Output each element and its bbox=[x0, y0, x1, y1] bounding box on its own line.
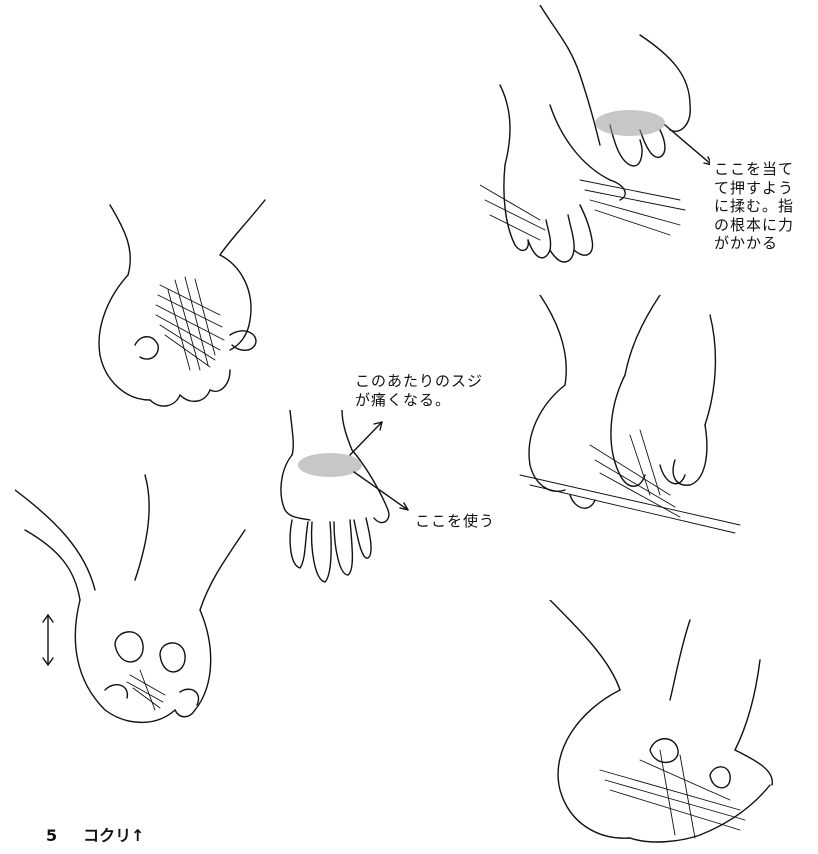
press-here-line-3: に揉む。指 bbox=[714, 197, 794, 216]
figure-number: 5 bbox=[46, 826, 57, 845]
hands-cupping-hair-left-top bbox=[80, 195, 280, 415]
hands-cupping-hair-left-bottom bbox=[15, 470, 265, 740]
hands-kneading-hair-right-bottom bbox=[540, 600, 800, 850]
use-here-annotation: ここを使う bbox=[415, 512, 495, 531]
hands-pressing-hair-right-top bbox=[480, 5, 710, 275]
open-palm-center bbox=[270, 410, 410, 595]
figure-caption: 5 コクリ↑ bbox=[46, 822, 171, 846]
press-here-line-2: て押すよう bbox=[714, 179, 794, 198]
press-here-line-4: の根本に力 bbox=[714, 216, 794, 235]
press-here-line-1: ここを当て bbox=[714, 160, 794, 179]
hands-kneading-hair-right-middle bbox=[510, 295, 750, 535]
tendon-pain-annotation: このあたりのスジ が痛くなる。 bbox=[355, 372, 483, 409]
press-here-annotation: ここを当て て押すよう に揉む。指 の根本に力 がかかる bbox=[714, 160, 794, 253]
tendon-pain-line-2: が痛くなる。 bbox=[355, 391, 483, 410]
tendon-pain-line-1: このあたりのスジ bbox=[355, 372, 483, 391]
figure-title: コクリ↑ bbox=[83, 826, 144, 845]
press-here-line-5: がかかる bbox=[714, 234, 794, 253]
